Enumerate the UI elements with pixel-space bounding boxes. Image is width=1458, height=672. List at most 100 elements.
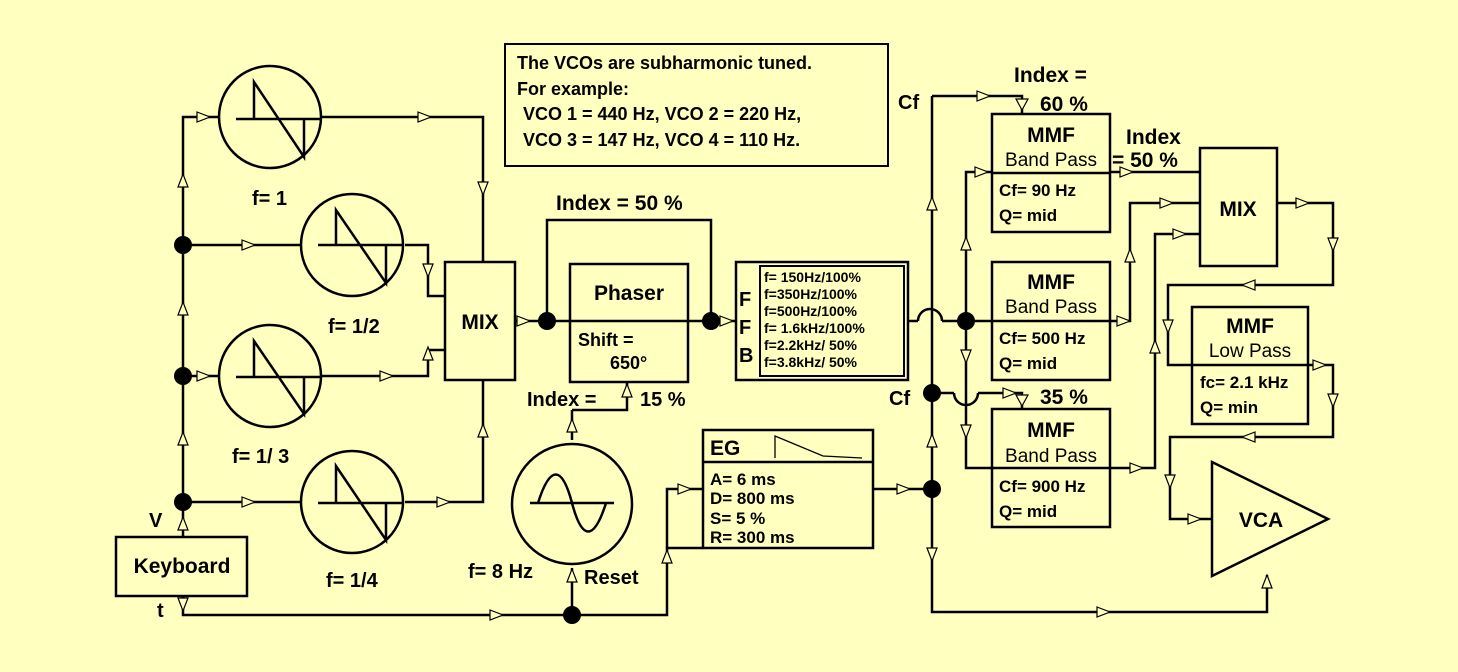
mmf-q: Q= mid xyxy=(999,354,1057,373)
mmf-cutoff: Cf= 900 Hz xyxy=(999,477,1085,496)
index-50-line2: = 50 % xyxy=(1112,149,1178,172)
arrow-right-icon xyxy=(1159,197,1175,209)
arrow-up-icon xyxy=(422,345,434,361)
arrow-up-icon xyxy=(477,422,489,438)
index-50-line1: Index xyxy=(1126,126,1181,149)
eg-param: S= 5 % xyxy=(710,509,765,528)
mmf-q: Q= mid xyxy=(999,206,1057,225)
sawtooth-icon xyxy=(236,336,322,419)
arrow-right-icon xyxy=(677,483,693,495)
vca: VCA xyxy=(1210,459,1331,579)
sawtooth-icon xyxy=(236,77,322,162)
mmf-title: MMF xyxy=(1226,315,1274,338)
arrow-down-icon xyxy=(960,424,972,440)
eg-param: R= 300 ms xyxy=(710,528,795,547)
note-line: For example: xyxy=(517,79,629,99)
arrow-right-icon xyxy=(489,609,505,621)
mmf-cutoff: Cf= 500 Hz xyxy=(999,329,1085,348)
vca-label: VCA xyxy=(1239,509,1283,532)
note-line: VCO 1 = 440 Hz, VCO 2 = 220 Hz, xyxy=(523,104,801,124)
eg-param: D= 800 ms xyxy=(710,489,795,508)
arrow-up-icon xyxy=(566,417,578,433)
arrow-right-icon xyxy=(719,315,735,327)
arrow-down-icon xyxy=(926,547,938,563)
phaser-index-top: Index = 50 % xyxy=(556,192,683,215)
sawtooth-icon xyxy=(318,205,404,288)
phaser-shift-value: 650° xyxy=(610,353,647,373)
arrow-right-icon xyxy=(976,90,992,102)
arrow-up-icon xyxy=(1124,247,1136,263)
arrow-right-icon xyxy=(1172,228,1188,240)
arrow-up-icon xyxy=(177,515,189,531)
arrow-down-icon xyxy=(1014,98,1030,112)
arrow-markers xyxy=(177,90,1339,621)
cf-bottom-label: Cf xyxy=(889,388,910,410)
arrow-down-icon xyxy=(1014,394,1030,408)
vco-1: f= 1 xyxy=(217,64,323,210)
note-line: VCO 3 = 147 Hz, VCO 4 = 110 Hz. xyxy=(523,130,800,150)
mmf-title: MMF xyxy=(1027,419,1075,442)
mmf-title: MMF xyxy=(1027,271,1075,294)
arrow-down-icon xyxy=(477,181,489,197)
arrow-left-icon xyxy=(1240,279,1256,291)
index-60-line2: 60 % xyxy=(1040,93,1088,116)
phaser-index-bottom: Index = xyxy=(527,389,596,411)
mmf-band-pass-1: MMF Band Pass Cf= 90 Hz Q= mid xyxy=(990,112,1112,234)
ffb-band: f=350Hz/100% xyxy=(764,286,858,302)
arrow-down-icon xyxy=(422,263,434,279)
arrow-right-icon xyxy=(196,370,212,382)
arrow-down-icon xyxy=(960,349,972,365)
vco-4: f= 1/4 xyxy=(299,449,405,592)
mix-label: MIX xyxy=(461,311,498,334)
mmf-title: MMF xyxy=(1027,124,1075,147)
keyboard-label: Keyboard xyxy=(134,555,231,578)
lfo-frequency-label: f= 8 Hz xyxy=(468,561,533,583)
mmf-mode: Band Pass xyxy=(1005,297,1097,318)
mmf-q: Q= mid xyxy=(999,502,1057,521)
arrow-up-icon xyxy=(621,382,633,398)
keyboard-v-label: V xyxy=(149,510,163,532)
phaser-title: Phaser xyxy=(594,282,664,305)
arrow-up-icon xyxy=(177,430,189,446)
arrow-right-icon xyxy=(1129,462,1145,474)
vco-frequency-label: f= 1/2 xyxy=(328,316,380,338)
index-60-line1: Index = xyxy=(1014,64,1087,87)
mmf-mode: Band Pass xyxy=(1005,446,1097,467)
mmf-q: Q= min xyxy=(1200,398,1258,417)
mmf-low-pass: MMF Low Pass fc= 2.1 kHz Q= min xyxy=(1190,305,1310,426)
arrow-right-icon xyxy=(417,111,433,123)
arrow-down-icon xyxy=(1162,319,1174,335)
phaser-shift-label: Shift = xyxy=(578,330,634,350)
arrow-right-icon xyxy=(1096,606,1112,618)
arrow-up-icon xyxy=(1261,573,1273,589)
ffb-band: f=2.2kHz/ 50% xyxy=(764,337,858,353)
arrow-up-icon xyxy=(177,172,189,188)
arrow-right-icon xyxy=(241,496,257,508)
arrow-left-icon xyxy=(1240,431,1256,443)
vco-3: f= 1/ 3 xyxy=(217,323,323,468)
arrow-right-icon xyxy=(896,483,912,495)
lfo-reset-label: Reset xyxy=(584,567,639,589)
note-line: The VCOs are subharmonic tuned. xyxy=(517,53,812,73)
mmf-cutoff: Cf= 90 Hz xyxy=(999,181,1076,200)
vco-frequency-label: f= 1 xyxy=(252,188,287,210)
arrow-right-icon xyxy=(241,239,257,251)
arrow-down-icon xyxy=(1327,237,1339,253)
keyboard: Keyboard V t xyxy=(114,510,249,622)
arrow-right-icon xyxy=(1187,513,1203,525)
arrow-down-icon xyxy=(177,597,189,613)
mix-left: MIX xyxy=(443,260,517,382)
keyboard-t-label: t xyxy=(157,600,164,622)
mix-right: MIX xyxy=(1198,146,1279,268)
arrow-up-icon xyxy=(1149,338,1161,354)
junction-nodes xyxy=(174,236,975,624)
envelope-shape-icon xyxy=(774,435,863,459)
vco-frequency-label: f= 1/ 3 xyxy=(232,446,289,468)
phaser-index-bottom-value: 15 % xyxy=(640,389,686,411)
arrow-right-icon xyxy=(1116,315,1132,327)
ffb-band: f=3.8kHz/ 50% xyxy=(764,354,858,370)
arrow-down-icon xyxy=(1327,393,1339,409)
eg-title: EG xyxy=(710,437,740,460)
arrow-right-icon xyxy=(436,496,452,508)
